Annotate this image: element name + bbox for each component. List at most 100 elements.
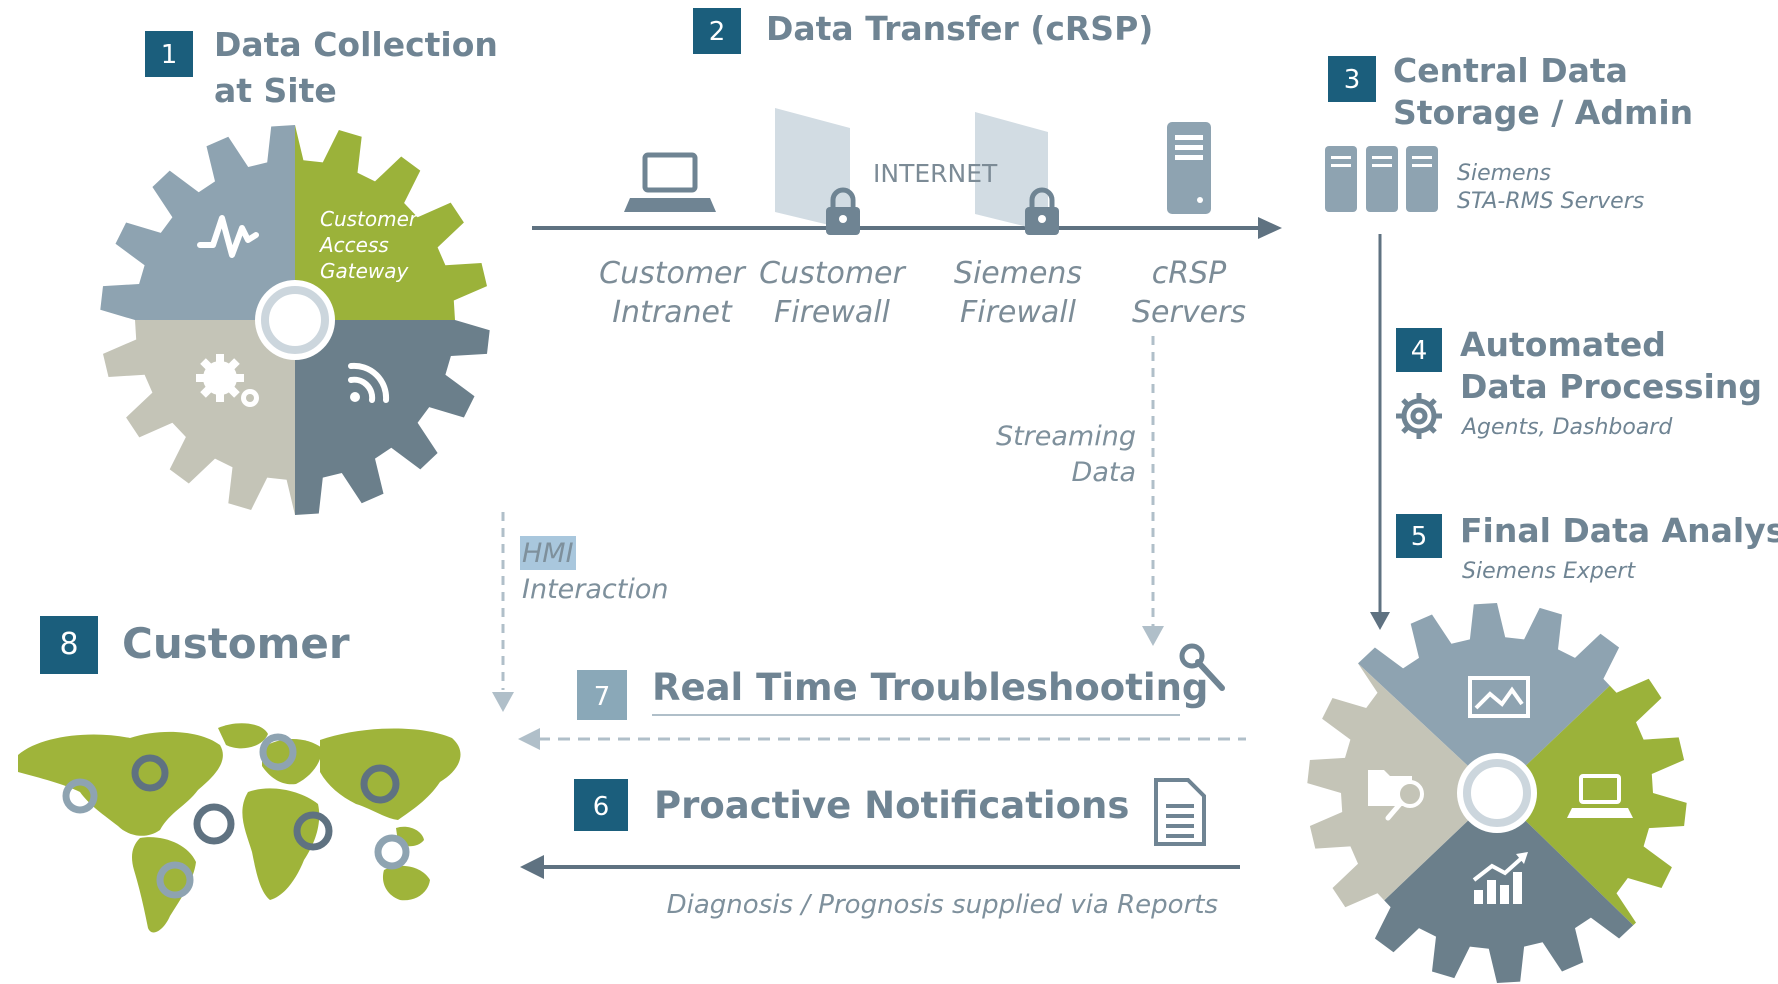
node-customer-firewall-line2: Firewall bbox=[774, 295, 891, 330]
step-1-number: 1 bbox=[161, 40, 178, 70]
step-1-heading: 1 Data Collection at Site bbox=[145, 25, 498, 110]
hmi-highlight bbox=[520, 536, 576, 570]
step-7-heading: 7 Real Time Troubleshooting bbox=[577, 666, 1208, 720]
step-2-badge bbox=[693, 8, 741, 54]
processing-flow-arrow-head bbox=[1370, 612, 1390, 630]
step-4-badge bbox=[1396, 328, 1442, 372]
step-4-title-line2: Data Processing bbox=[1460, 367, 1762, 406]
siemens-firewall-lock-icon bbox=[1025, 187, 1059, 235]
streaming-label-line2: Data bbox=[1072, 457, 1136, 488]
crsp-server-icon bbox=[1167, 122, 1211, 214]
step-6-title: Proactive Notifications bbox=[654, 784, 1129, 827]
step-1-badge bbox=[145, 31, 193, 77]
device-laptop-icon bbox=[1567, 774, 1633, 818]
step-4-heading: 4 Automated Data Processing Agents, Dash… bbox=[1396, 325, 1762, 440]
step-3-sub-line1: Siemens bbox=[1457, 161, 1551, 186]
step-6-badge bbox=[574, 779, 628, 831]
internet-label: INTERNET bbox=[873, 159, 998, 188]
siemens-servers-icon bbox=[1325, 146, 1438, 212]
gears-icon bbox=[196, 354, 259, 407]
notifications-arrow-head bbox=[520, 855, 544, 879]
step-2-title: Data Transfer (cRSP) bbox=[766, 9, 1153, 48]
step-7-title: Real Time Troubleshooting bbox=[652, 666, 1208, 709]
location-marker-icon bbox=[374, 834, 410, 870]
bar-chart-icon bbox=[1472, 852, 1528, 904]
step-3-badge bbox=[1328, 56, 1376, 102]
step-7-badge bbox=[577, 670, 627, 720]
pulse-icon bbox=[197, 215, 259, 258]
step-8-heading: 8 Customer bbox=[40, 616, 350, 674]
hmi-arrow-head bbox=[492, 692, 514, 712]
gateway-label-line3: Gateway bbox=[320, 259, 410, 283]
gear-hub-ring bbox=[261, 286, 329, 354]
step-8-badge bbox=[40, 616, 98, 674]
node-siemens-firewall-line1: Siemens bbox=[954, 256, 1082, 291]
node-crsp-servers-line2: Servers bbox=[1132, 295, 1246, 330]
world-map bbox=[18, 723, 461, 933]
step-4-number: 4 bbox=[1411, 336, 1428, 366]
wrench-icon bbox=[1179, 643, 1225, 691]
transfer-arrow-head bbox=[1258, 217, 1282, 239]
location-marker-icon bbox=[62, 778, 98, 814]
step-3-sub-line2: STA-RMS Servers bbox=[1457, 189, 1644, 214]
step-5-title: Final Data Analysis bbox=[1460, 511, 1778, 550]
map-north-america bbox=[18, 731, 223, 836]
step-5-heading: 5 Final Data Analysis Siemens Expert bbox=[1396, 511, 1778, 584]
streaming-data-arrow-head bbox=[1142, 626, 1164, 646]
location-marker-icon bbox=[156, 861, 194, 899]
node-customer-intranet-line1: Customer bbox=[599, 256, 746, 291]
step-8-title: Customer bbox=[122, 619, 350, 668]
map-africa bbox=[242, 788, 320, 900]
troubleshooting-arrow-head bbox=[518, 728, 540, 750]
step-3-heading: 3 Central Data Storage / Admin Siemens S… bbox=[1328, 51, 1693, 214]
step-8-number: 8 bbox=[59, 627, 78, 662]
step-4-title-line1: Automated bbox=[1460, 325, 1666, 364]
step-6-sub: Diagnosis / Prognosis supplied via Repor… bbox=[667, 890, 1218, 920]
step-2-number: 2 bbox=[709, 17, 726, 47]
location-marker-icon bbox=[131, 754, 169, 792]
report-document-icon bbox=[1154, 778, 1206, 846]
node-customer-intranet-line2: Intranet bbox=[612, 295, 733, 330]
gear-segment-monitoring bbox=[100, 125, 295, 320]
step-3-title-line1: Central Data bbox=[1393, 51, 1628, 90]
data-collection-gear: Customer Access Gateway bbox=[100, 125, 490, 515]
right-gear-hub-ring bbox=[1463, 759, 1531, 827]
gear-segment-connectivity bbox=[295, 320, 490, 515]
step-3-number: 3 bbox=[1344, 65, 1361, 95]
step-4-sub: Agents, Dashboard bbox=[1460, 415, 1673, 440]
step-5-sub: Siemens Expert bbox=[1462, 559, 1636, 584]
gateway-label-line2: Access bbox=[318, 233, 389, 257]
gear-segment-settings bbox=[100, 320, 295, 515]
customer-firewall-lock-icon bbox=[826, 187, 860, 235]
laptop-icon bbox=[624, 152, 716, 212]
streaming-label-line1: Streaming bbox=[996, 421, 1136, 452]
map-australia bbox=[382, 865, 430, 901]
step-6-heading: 6 Proactive Notifications bbox=[574, 779, 1129, 831]
node-siemens-firewall-line2: Firewall bbox=[960, 295, 1077, 330]
gateway-label-line1: Customer bbox=[320, 207, 419, 231]
step-5-number: 5 bbox=[1411, 522, 1428, 552]
map-location-markers bbox=[62, 733, 410, 899]
step-6-number: 6 bbox=[593, 792, 610, 822]
step-1-title-line1: Data Collection bbox=[214, 25, 498, 64]
step-5-badge bbox=[1396, 514, 1442, 558]
analysis-gear bbox=[1307, 603, 1687, 983]
hmi-label-line2: Interaction bbox=[522, 574, 668, 605]
chart-image-icon bbox=[1468, 676, 1530, 718]
step-2-heading: 2 Data Transfer (cRSP) bbox=[693, 8, 1153, 54]
location-marker-icon bbox=[259, 733, 297, 771]
cog-icon bbox=[1396, 393, 1442, 439]
node-customer-firewall-line1: Customer bbox=[759, 256, 906, 291]
folder-search-icon bbox=[1368, 770, 1424, 821]
step-7-number: 7 bbox=[594, 682, 611, 712]
location-marker-icon bbox=[193, 803, 235, 845]
hmi-label-line1: HMI bbox=[522, 538, 574, 569]
location-marker-icon bbox=[293, 811, 333, 851]
rss-icon bbox=[348, 362, 390, 403]
map-greenland bbox=[218, 723, 268, 749]
step-3-title-line2: Storage / Admin bbox=[1393, 93, 1693, 132]
node-crsp-servers-line1: cRSP bbox=[1152, 256, 1227, 291]
step-1-title-line2: at Site bbox=[214, 71, 337, 110]
location-marker-icon bbox=[360, 764, 400, 804]
